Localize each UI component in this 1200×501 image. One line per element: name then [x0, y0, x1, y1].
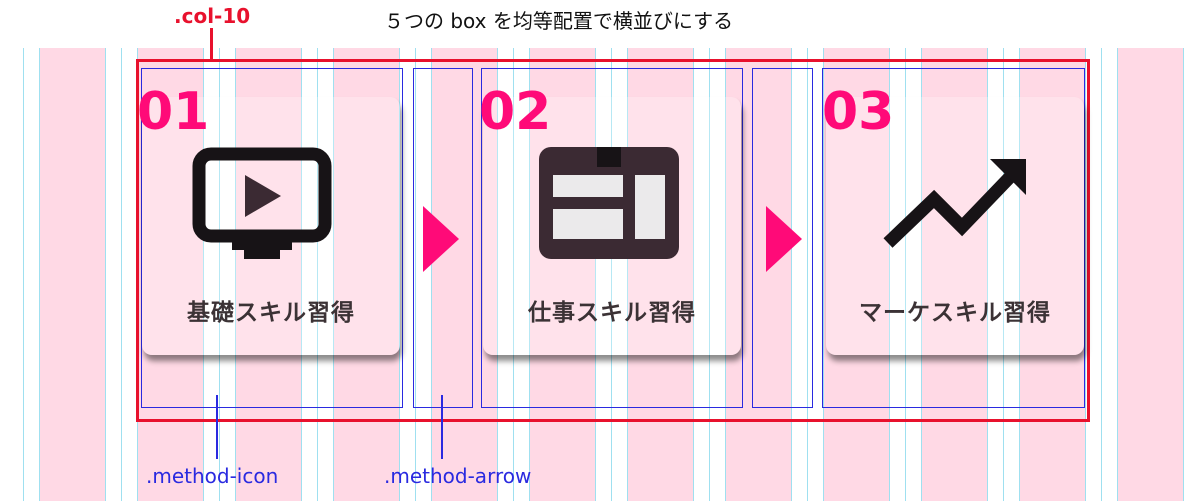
- grid-line: [627, 48, 628, 501]
- method-arrow-box-2: [752, 68, 813, 408]
- triangle-right-icon: [423, 206, 459, 272]
- method-card-2: 仕事スキル習得: [483, 97, 741, 355]
- method-card-1: 基礎スキル習得: [142, 97, 400, 355]
- grid-line: [1101, 48, 1102, 501]
- grid-line: [497, 48, 498, 501]
- grid-line: [807, 48, 808, 501]
- grid-line: [611, 48, 612, 501]
- grid-column: [725, 48, 791, 501]
- method-icon-box-3: [822, 68, 1085, 408]
- diagram-title: ５つの box を均等配置で横並びにする: [384, 9, 734, 33]
- grid-line: [1085, 48, 1086, 501]
- column-grid: [0, 48, 1200, 501]
- grid-line: [905, 48, 906, 501]
- tv-play-icon: [192, 147, 332, 259]
- trend-up-arrow-icon: [883, 159, 1026, 248]
- method-icon-leader: [216, 395, 218, 459]
- col-10-leader: [210, 28, 213, 61]
- grid-line: [415, 48, 416, 501]
- grid-line: [1183, 48, 1184, 501]
- grid-line: [1117, 48, 1118, 501]
- grid-line: [39, 48, 40, 501]
- grid-line: [23, 48, 24, 501]
- grid-line: [219, 48, 220, 501]
- method-icon-label: .method-icon: [146, 464, 279, 488]
- step-number: 01: [137, 82, 210, 142]
- grid-column: [235, 48, 301, 501]
- grid-line: [431, 48, 432, 501]
- grid-line: [105, 48, 106, 501]
- grid-line: [1019, 48, 1020, 501]
- grid-line: [595, 48, 596, 501]
- method-arrow-box-1: [413, 68, 473, 408]
- grid-line: [513, 48, 514, 501]
- grid-line: [693, 48, 694, 501]
- card-label: マーケスキル習得: [859, 300, 1051, 326]
- grid-column: [921, 48, 987, 501]
- grid-line: [301, 48, 302, 501]
- grid-column: [1019, 48, 1085, 501]
- grid-line: [987, 48, 988, 501]
- grid-line: [235, 48, 236, 501]
- grid-line: [399, 48, 400, 501]
- grid-column: [39, 48, 106, 501]
- col-10-container: [136, 59, 1090, 422]
- card-label: 仕事スキル習得: [528, 300, 696, 326]
- grid-line: [709, 48, 710, 501]
- grid-column: [1117, 48, 1183, 501]
- card-label: 基礎スキル習得: [187, 300, 355, 326]
- method-arrow-label: .method-arrow: [384, 464, 532, 488]
- grid-line: [889, 48, 890, 501]
- grid-line: [823, 48, 824, 501]
- triangle-right-icon: [766, 206, 802, 272]
- grid-column: [137, 48, 203, 501]
- grid-line: [1003, 48, 1004, 501]
- method-icon-box-2: [481, 68, 743, 408]
- grid-column: [333, 48, 399, 501]
- grid-column: [627, 48, 693, 501]
- grid-line: [203, 48, 204, 501]
- grid-line: [333, 48, 334, 501]
- step-number: 03: [822, 82, 895, 142]
- grid-line: [791, 48, 792, 501]
- step-number: 02: [479, 82, 552, 142]
- grid-column: [823, 48, 889, 501]
- grid-line: [921, 48, 922, 501]
- grid-line: [317, 48, 318, 501]
- method-icon-box-1: [141, 68, 403, 408]
- grid-line: [725, 48, 726, 501]
- grid-column: [529, 48, 595, 501]
- method-card-3: マーケスキル習得: [826, 97, 1084, 355]
- col-10-label: .col-10: [174, 4, 251, 28]
- grid-line: [121, 48, 122, 501]
- layout-panel-icon: [539, 147, 679, 259]
- method-arrow-leader: [441, 395, 443, 459]
- grid-line: [529, 48, 530, 501]
